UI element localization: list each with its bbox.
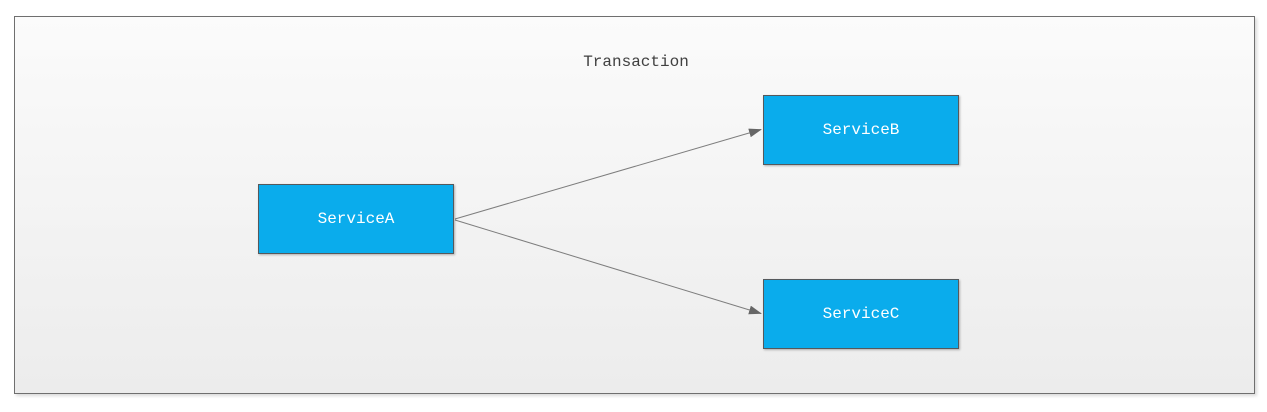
diagram-title: Transaction	[583, 53, 689, 71]
node-servicec: ServiceC	[763, 279, 959, 349]
node-servicea: ServiceA	[258, 184, 454, 254]
node-servicec-label: ServiceC	[822, 305, 900, 323]
diagram-canvas	[14, 16, 1255, 394]
node-serviceb: ServiceB	[763, 95, 959, 165]
node-serviceb-label: ServiceB	[822, 121, 900, 139]
node-servicea-label: ServiceA	[317, 210, 395, 228]
